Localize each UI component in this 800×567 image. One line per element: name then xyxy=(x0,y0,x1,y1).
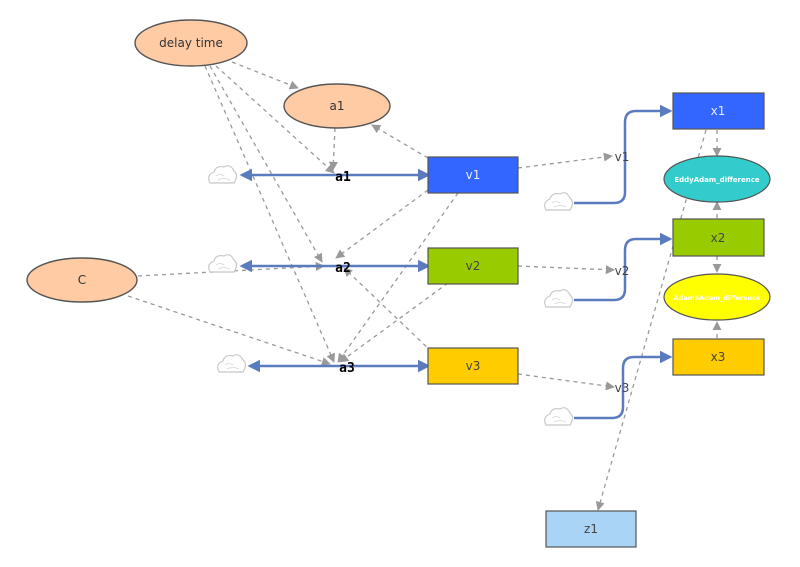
cloud-icon xyxy=(544,289,574,308)
cloud-icon xyxy=(208,165,238,184)
v1-label: v1 xyxy=(466,168,481,182)
cloud-icon xyxy=(217,354,247,373)
cloud-icon xyxy=(544,407,574,426)
link-v3-to-flow-v3 xyxy=(517,373,615,391)
adam-diff-label: AdamSAdam_difference xyxy=(674,294,761,302)
node-x3[interactable]: x3 xyxy=(672,338,765,376)
node-c[interactable]: C xyxy=(26,257,138,303)
a1-ellipse-label: a1 xyxy=(330,99,345,113)
link-c-to-a3 xyxy=(127,295,331,366)
node-delay-time[interactable]: delay time xyxy=(134,19,248,67)
flow-v2-label: v2 xyxy=(615,264,630,278)
v2-label: v2 xyxy=(466,259,481,273)
delay-time-label: delay time xyxy=(159,36,223,50)
c-label: C xyxy=(78,273,86,287)
link-v1-to-flow-v1 xyxy=(517,152,613,169)
link-v2-to-flow-v2 xyxy=(517,265,615,275)
node-v3[interactable]: v3 xyxy=(427,347,519,385)
flow-pipes xyxy=(239,104,673,420)
node-v2[interactable]: v2 xyxy=(427,247,519,285)
node-x1[interactable]: x1 xyxy=(672,92,765,130)
link-delay-to-a3 xyxy=(204,65,335,363)
eddy-diff-label: EddyAdam_difference xyxy=(674,176,759,184)
link-v1-to-a2 xyxy=(335,189,429,259)
link-a1-ellipse-to-a1 xyxy=(328,127,338,171)
flow-pipe-x3[interactable] xyxy=(574,350,673,420)
junction-a3-label: a3 xyxy=(339,361,355,376)
z1-label: z1 xyxy=(584,522,598,536)
cloud-icon xyxy=(544,192,574,211)
link-v2-to-a3 xyxy=(339,282,449,363)
link-delay-to-a2 xyxy=(209,65,323,263)
link-v1-to-a3 xyxy=(337,192,459,363)
node-eddy-diff[interactable]: EddyAdam_difference xyxy=(663,155,771,203)
x3-label: x3 xyxy=(711,350,726,364)
cloud-icon xyxy=(208,254,238,273)
flow-v1-label: v1 xyxy=(615,150,630,164)
x1-label: x1 xyxy=(711,104,726,118)
node-v1[interactable]: v1 xyxy=(427,156,519,194)
junction-a2-label: a2 xyxy=(335,261,351,276)
link-delay-to-a1 xyxy=(215,65,335,174)
flow-pipe-x1[interactable] xyxy=(574,104,673,205)
link-v3-to-a2 xyxy=(343,267,433,353)
node-x2[interactable]: x2 xyxy=(672,218,765,257)
dashed-links xyxy=(127,61,722,511)
flow-pipe-x2[interactable] xyxy=(574,232,673,302)
junction-a1-label: a1 xyxy=(335,170,351,185)
link-v1-to-a1-ellipse xyxy=(371,124,429,159)
v3-label: v3 xyxy=(466,359,481,373)
flow-v3-label: v3 xyxy=(615,381,630,395)
x2-label: x2 xyxy=(711,231,726,245)
link-delay-to-a1-ellipse xyxy=(231,61,299,90)
node-a1-ellipse[interactable]: a1 xyxy=(283,83,391,129)
clouds xyxy=(208,165,574,426)
node-adam-diff[interactable]: AdamSAdam_difference xyxy=(663,273,771,321)
node-z1[interactable]: z1 xyxy=(545,510,637,548)
